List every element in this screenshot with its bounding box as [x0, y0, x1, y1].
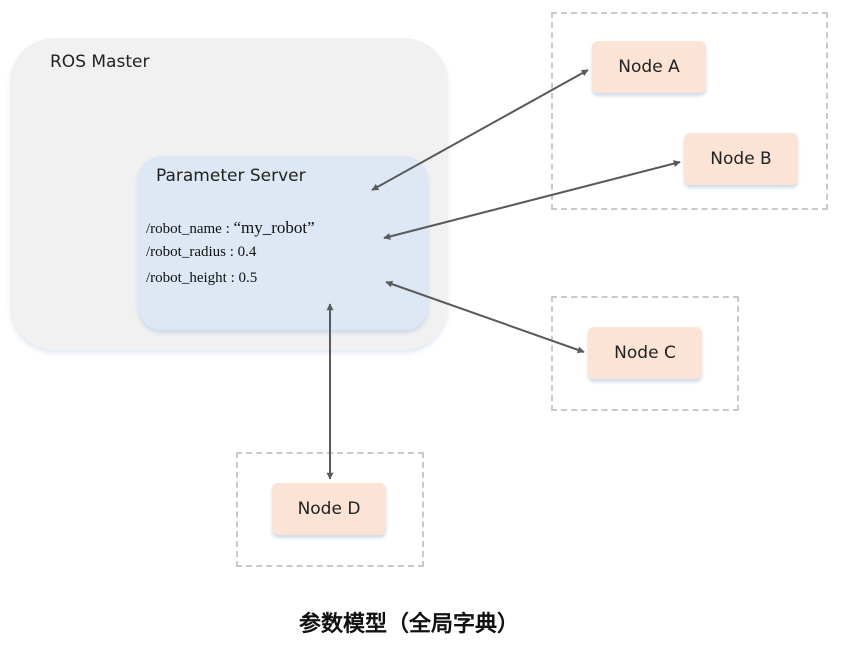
- param-value: 0.4: [237, 244, 257, 260]
- param-key: /robot_name :: [146, 221, 234, 237]
- arrow-server-node-c: [385, 280, 585, 354]
- param-robot-name: /robot_name : “my_robot”: [146, 218, 315, 238]
- node-d: Node D: [272, 483, 386, 535]
- param-robot-height: /robot_height : 0.5: [146, 270, 257, 287]
- param-robot-radius: /robot_radius : 0.4: [146, 244, 256, 261]
- node-c: Node C: [588, 327, 702, 379]
- node-a: Node A: [592, 41, 706, 93]
- diagram-caption: 参数模型（全局字典）: [298, 612, 519, 637]
- parameter-server-label: Parameter Server: [156, 166, 306, 186]
- group-box-node-c: [551, 296, 739, 411]
- arrow-server-node-b: [383, 160, 681, 240]
- param-value: “my_robot”: [233, 218, 315, 237]
- arrow-server-node-a: [371, 69, 589, 191]
- param-value: 0.5: [238, 270, 258, 286]
- node-b: Node B: [684, 133, 798, 185]
- ros-master-label: ROS Master: [50, 52, 150, 72]
- param-key: /robot_height :: [146, 270, 239, 286]
- param-key: /robot_radius :: [146, 244, 238, 260]
